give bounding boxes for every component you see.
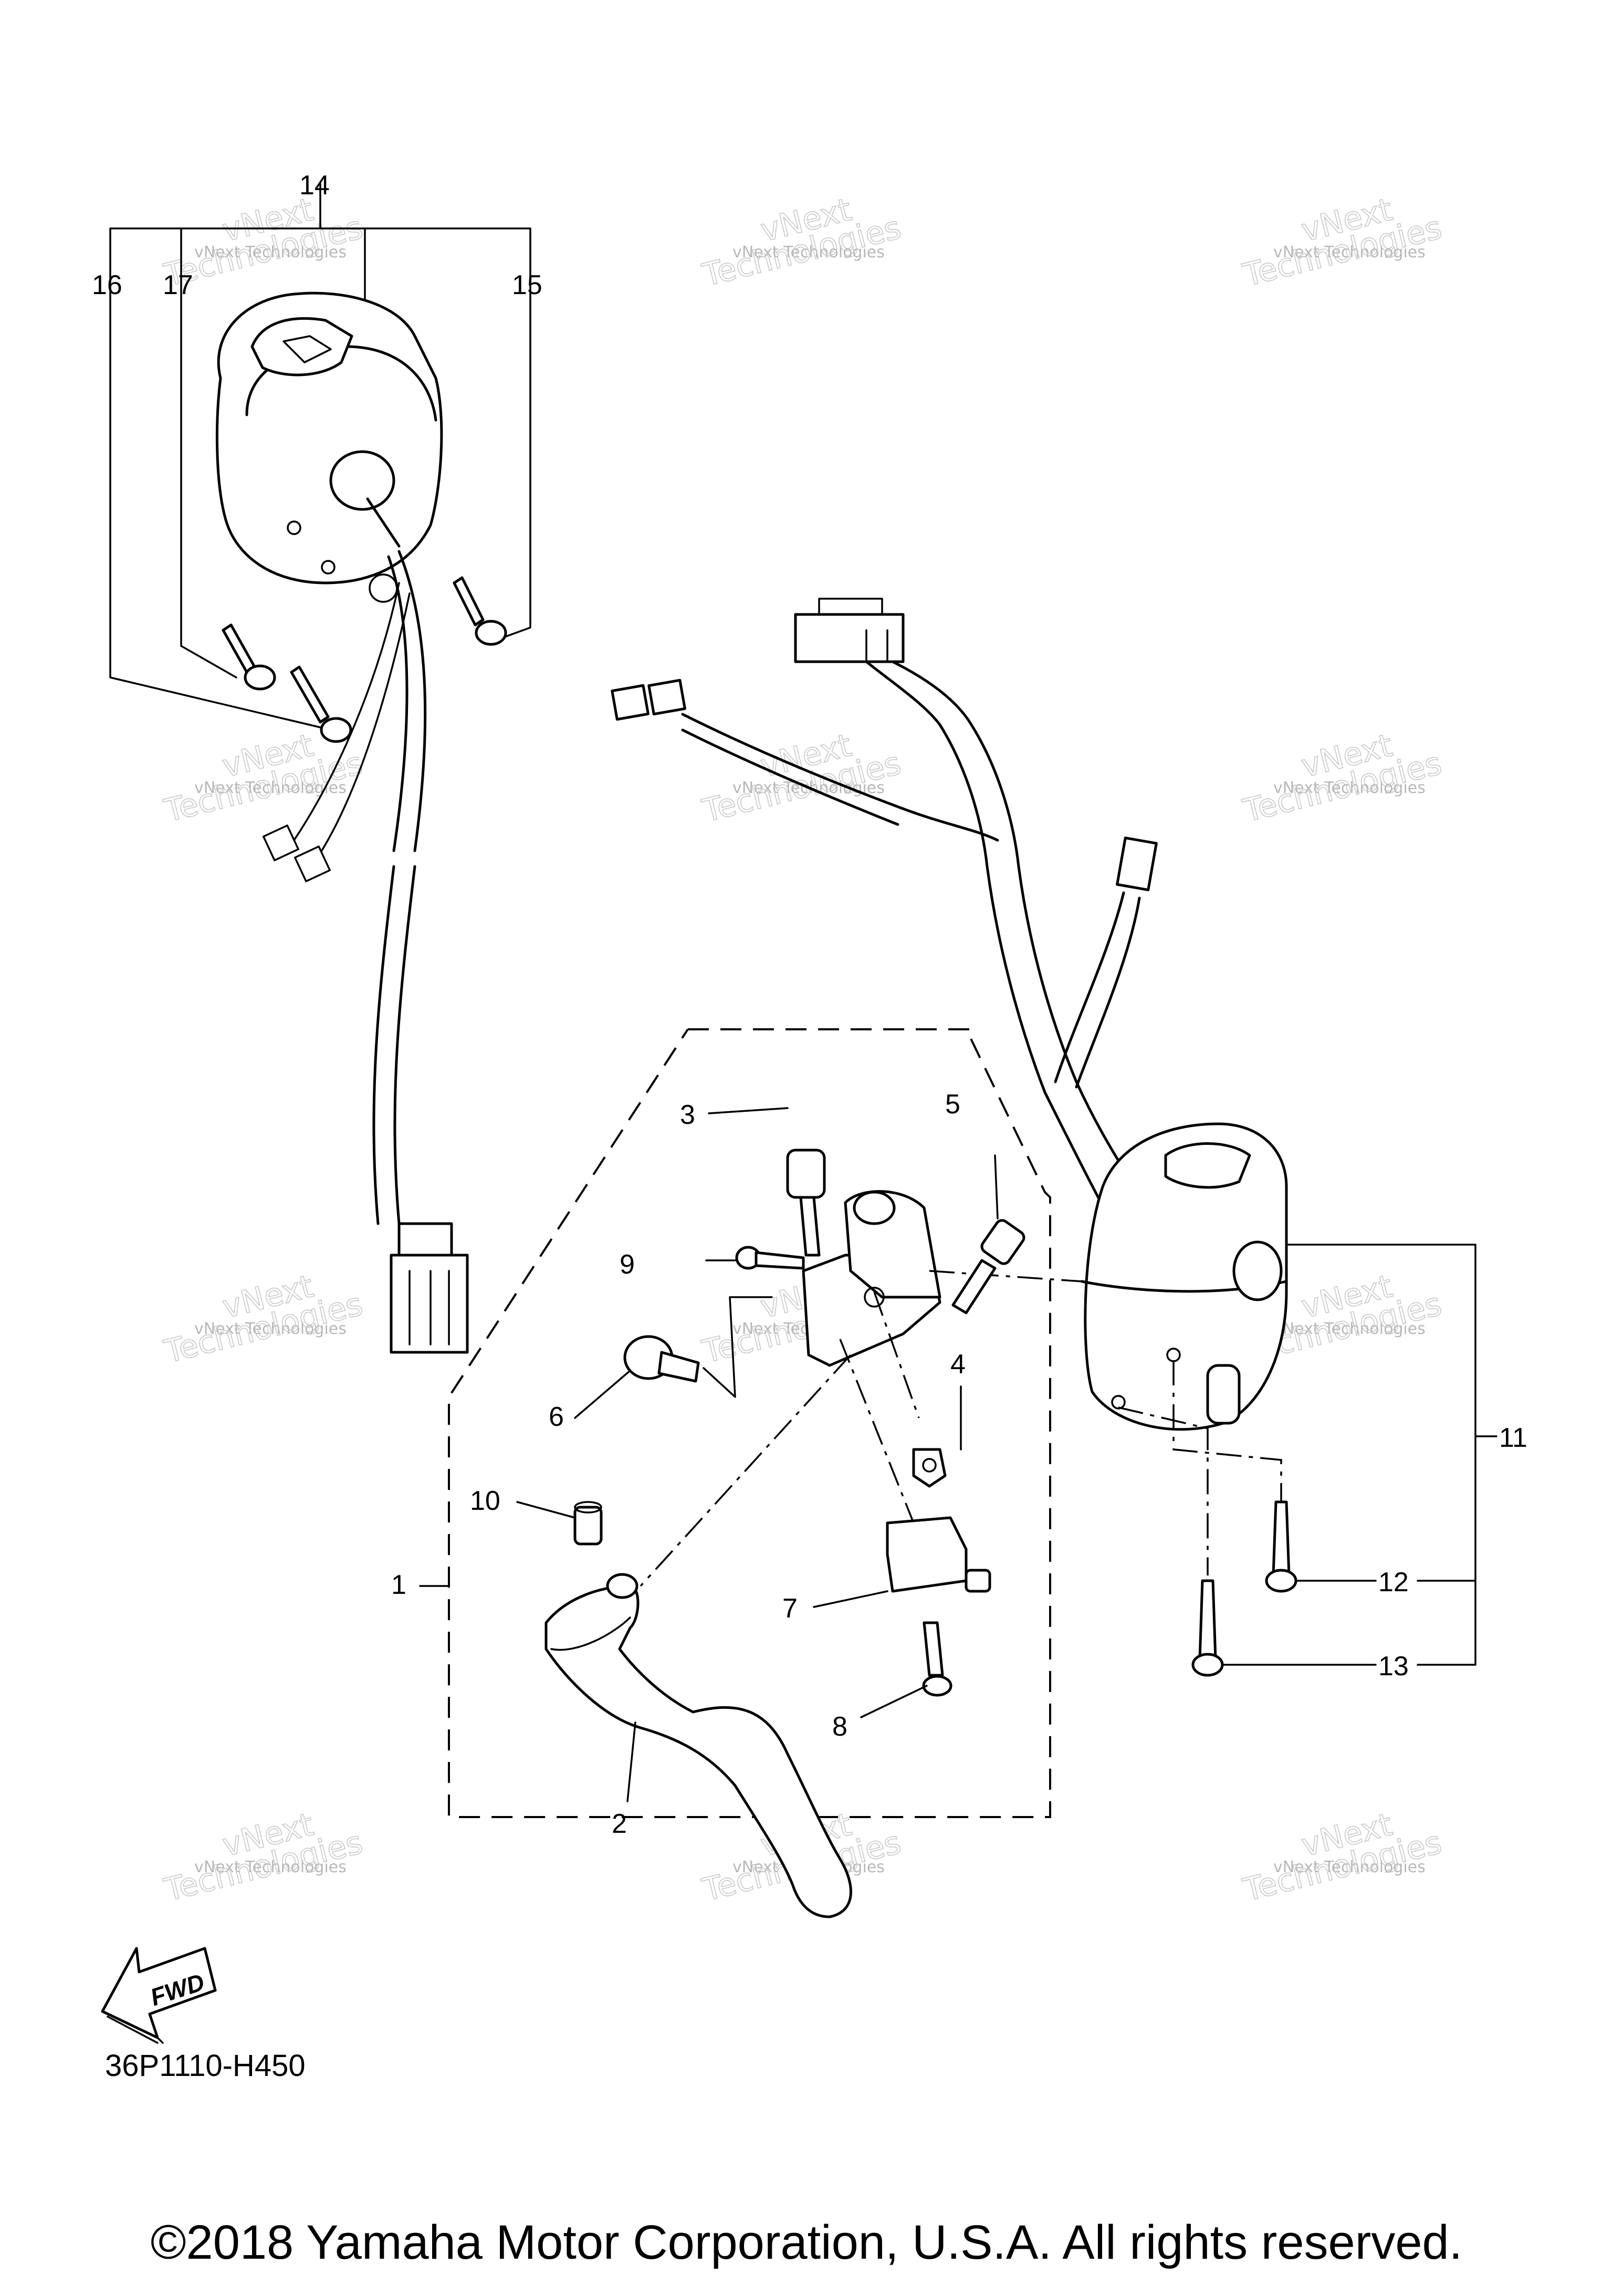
screw-13	[1191, 1579, 1224, 1677]
svg-text:vNext Technologies: vNext Technologies	[1273, 1858, 1426, 1876]
screw-17	[222, 623, 276, 691]
watermark: vNext Technologies vNext Technologies	[160, 1267, 366, 1371]
watermark: vNext Technologies vNext Technologies	[1239, 726, 1446, 830]
wire-harness	[891, 660, 1162, 1225]
callout-13: 13	[1378, 1651, 1409, 1682]
callout-2: 2	[612, 1809, 627, 1839]
screw-9	[735, 1246, 805, 1270]
callout-leaders	[516, 1107, 999, 1802]
wire-harness	[681, 713, 999, 842]
connector-6pin	[794, 598, 905, 663]
right-switch-wiring	[611, 598, 1162, 1246]
screw-16	[290, 665, 352, 743]
pivot-bolt-3	[786, 1149, 826, 1257]
callout-17: 17	[163, 270, 193, 300]
callout-11: 11	[1499, 1423, 1527, 1453]
wire-harness	[1054, 891, 1141, 1089]
connector-2pin	[611, 679, 686, 721]
callout-14: 14	[299, 170, 330, 201]
lever-pivot	[606, 1573, 638, 1599]
callout-15: 15	[512, 270, 542, 300]
nut-4	[912, 1448, 947, 1488]
flange-bolt-6	[623, 1335, 700, 1383]
clutch-lever	[550, 1616, 631, 1651]
screw-hole	[1111, 1395, 1126, 1410]
callout-6: 6	[549, 1402, 564, 1432]
clutch-lever	[544, 1584, 852, 1918]
svg-text:vNext Technologies: vNext Technologies	[1273, 243, 1426, 262]
svg-text:vNext Technologies: vNext Technologies	[1273, 1320, 1426, 1338]
connector	[263, 825, 299, 861]
watermark: vNext Technologies vNext Technologies	[698, 191, 905, 294]
screw-15	[453, 576, 507, 646]
screw-hole	[369, 573, 398, 603]
svg-text:vNext Technologies: vNext Technologies	[194, 1320, 347, 1338]
wire-harness	[393, 550, 427, 1225]
left-handlebar-switch-assembly	[109, 183, 531, 1354]
callout-leader	[109, 183, 531, 728]
svg-text:vNext Technologies: vNext Technologies	[194, 1858, 347, 1876]
svg-text:vNext Technologies: vNext Technologies	[1273, 779, 1426, 797]
screw-8	[922, 1621, 952, 1697]
switch-knob	[282, 335, 332, 363]
watermark: vNext Technologies vNext Technologies	[1239, 1806, 1446, 1909]
right-switch-housing	[1084, 1122, 1288, 1431]
callout-leader	[1222, 1244, 1497, 1666]
screw-hole	[287, 520, 301, 535]
screw-12	[1265, 1500, 1297, 1593]
watermark: vNext Technologies vNext Technologies	[1239, 191, 1446, 294]
lever-assembly	[419, 1028, 1082, 1918]
pivot-hole	[853, 1191, 896, 1225]
wire-harness	[865, 660, 1125, 1246]
copyright-notice: ©2018 Yamaha Motor Corporation, U.S.A. A…	[150, 2216, 1463, 2269]
callout-1: 1	[391, 1570, 406, 1600]
wire-harness	[681, 728, 899, 826]
harness-connector	[390, 1222, 469, 1354]
screw-hole	[321, 560, 336, 575]
switch-button	[1206, 1364, 1241, 1425]
callout-10: 10	[470, 1486, 500, 1516]
handlebar-bore	[1232, 1240, 1283, 1301]
callout-16: 16	[92, 270, 122, 300]
callout-12: 12	[1378, 1567, 1409, 1598]
centerline	[929, 1270, 1082, 1282]
forward-arrow: FWD	[101, 1947, 217, 2044]
callout-5: 5	[945, 1089, 960, 1120]
svg-text:vNext Technologies: vNext Technologies	[732, 243, 885, 262]
handlebar-bore	[329, 450, 395, 511]
collar-10	[573, 1501, 603, 1546]
switch-knob	[1164, 1142, 1251, 1189]
connector-single	[1116, 836, 1158, 892]
handlebar-bore	[366, 497, 401, 548]
centerline	[1172, 1360, 1282, 1502]
callout-8: 8	[832, 1711, 847, 1742]
wire-harness	[293, 582, 411, 862]
diagram-code: 36P1110-H450	[105, 2049, 306, 2083]
callout-numbers: 1 2 3 4 5 6 7 8 9 10 11 12 13 14 15 16 1…	[92, 170, 1527, 1839]
watermark: vNext Technologies vNext Technologies	[160, 1806, 366, 1909]
switch-knob	[250, 317, 353, 377]
callout-7: 7	[782, 1593, 798, 1624]
callout-3: 3	[680, 1100, 695, 1130]
centerline	[703, 1296, 773, 1398]
svg-text:vNext Technologies: vNext Technologies	[194, 243, 347, 262]
centerline	[640, 1291, 920, 1587]
centerline	[1118, 1406, 1209, 1575]
pivot-hole	[864, 1287, 885, 1308]
clutch-switch-7	[886, 1516, 991, 1593]
connector	[294, 846, 331, 882]
lever-assembly-boundary	[448, 1028, 1051, 1818]
callout-9: 9	[620, 1249, 635, 1280]
callout-4: 4	[950, 1349, 966, 1380]
right-handlebar-switch-assembly	[1080, 1122, 1497, 1677]
clamp-bolt-5	[951, 1219, 1025, 1314]
